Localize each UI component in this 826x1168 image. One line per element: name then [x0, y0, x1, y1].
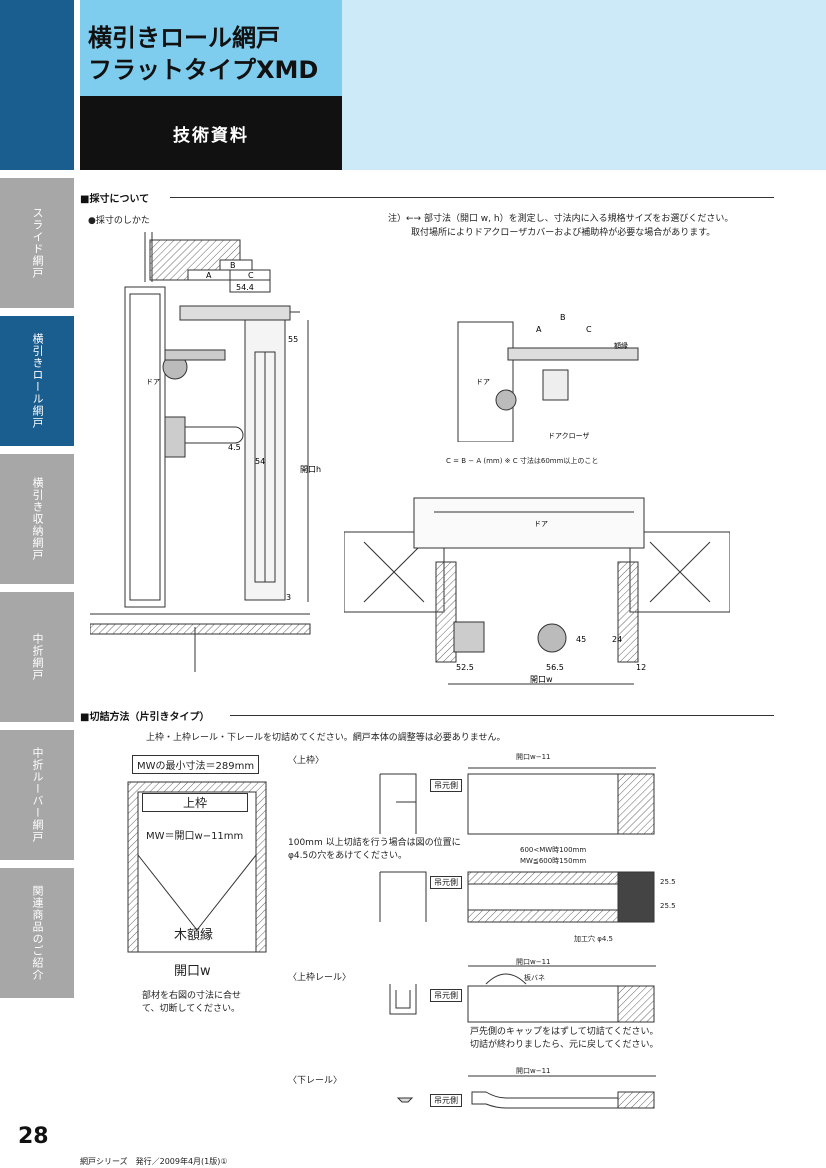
label-c: C [248, 271, 254, 280]
detail-label-a: A [536, 325, 542, 334]
upper-rail-note2: 切詰が終わりましたら、元に戻してください。 [470, 1040, 659, 1050]
plan-label-opening-w: 開口w [530, 675, 553, 684]
lower-rail-title: 〈下レール〉 [288, 1076, 343, 1086]
side-nav-item-storage[interactable]: 横引き収納網戸 [0, 454, 74, 586]
vertical-section-drawing: B A C 54.4 55 4.5 54 3 開口h ドア [90, 232, 321, 672]
detail-label-c: C [586, 325, 592, 334]
opening-w-label: 開口w [174, 964, 211, 979]
label-door: ドア [146, 378, 160, 386]
plan-label-56-5: 56.5 [546, 663, 564, 672]
upper-dim-b: MW≦600時150mm [520, 857, 587, 865]
side-nav-item-louver[interactable]: 中折ルーバー網戸 [0, 730, 74, 862]
plan-label-52-5: 52.5 [456, 663, 474, 672]
section1-note-line1: 注）←→ 部寸法（開口 w, h）を測定し、寸法内に入る規格サイズをお選びくださ… [388, 214, 734, 224]
upper-hole-note: 100mm 以上切詰を行う場合は図の位置にφ4.5の穴をあけてください。 [288, 838, 461, 861]
upper-rail-note1: 戸先側のキャップをはずして切詰てください。 [470, 1027, 659, 1037]
plan-label-45: 45 [576, 635, 586, 644]
side-nav-item-slide[interactable]: スライド網戸 [0, 178, 74, 310]
header-right-panel [342, 0, 826, 170]
plan-label-24: 24 [612, 635, 622, 644]
upper-dim-25-5-b: 25.5 [660, 902, 676, 910]
page-number: 28 [18, 1124, 49, 1149]
detail-label-door: ドア [476, 378, 490, 386]
detail-label-gakubuchi: 額縁 [614, 341, 628, 350]
page-title-line1: 横引きロール網戸 [88, 24, 280, 52]
upper-title: 〈上枠〉 [288, 756, 325, 766]
side-nav-label: 中折網戸 [31, 633, 44, 681]
lower-rail-dim: 開口w−11 [516, 1067, 551, 1075]
side-nav-label: スライド網戸 [31, 207, 44, 279]
lower-rail-drawing [396, 1075, 656, 1109]
plan-label-door: ドア [534, 520, 548, 528]
wood-frame-label: 木額縁 [174, 928, 214, 943]
min-size-box: MWの最小寸法＝289mm [132, 755, 260, 774]
upper-rail-spring: 板バネ [524, 974, 545, 982]
side-nav-top [0, 0, 74, 170]
section2-rule [230, 715, 774, 716]
label-55: 55 [288, 335, 298, 344]
side-nav-label: 中折ルーバー網戸 [31, 747, 44, 843]
section1-bullet: ●採寸のしかた [88, 216, 150, 226]
upper-dim: 開口w−11 [516, 753, 551, 761]
upper-frame-drawings [379, 767, 656, 923]
upper-rail-side-label: 吊元側 [430, 989, 462, 1002]
section1-note-line2: 取付場所によりドアクローザカバーおよび補助枠が必要な場合があります。 [411, 228, 716, 238]
section2-intro: 上枠・上枠レール・下レールを切詰めてください。網戸本体の調整等は必要ありません。 [146, 733, 506, 743]
upper-rail-title: 〈上枠レール〉 [288, 973, 352, 983]
side-nav-label: 横引き収納網戸 [31, 477, 44, 561]
side-nav-item-fold[interactable]: 中折網戸 [0, 592, 74, 724]
footer-imprint: 網戸シリーズ 発行／2009年4月(1版)① [80, 1157, 228, 1166]
page-title-line2: フラットタイプXMD [88, 56, 319, 84]
upper-frame-box: 上枠 [142, 793, 248, 812]
header-title-panel [80, 0, 342, 96]
side-nav-item-roll[interactable]: 横引きロール網戸 [0, 316, 74, 448]
label-opening-h: 開口h [300, 465, 321, 474]
plan-label-12: 12 [636, 663, 646, 672]
upper-side-label-2: 吊元側 [430, 876, 462, 889]
upper-dim-25-5-a: 25.5 [660, 878, 676, 886]
label-a: A [206, 271, 212, 280]
upper-rail-drawing [389, 965, 656, 1023]
label-54-4: 54.4 [236, 283, 254, 292]
side-nav-item-related[interactable]: 関連商品のご紹介 [0, 868, 74, 1000]
section2-heading: ■切詰方法（片引きタイプ） [80, 712, 210, 723]
section1-heading: ■採寸について [80, 194, 150, 205]
side-nav-label: 関連商品のご紹介 [31, 885, 44, 981]
closer-detail-drawing: B A C 額縁 ドアクローザ ドア [457, 313, 639, 442]
formula: C = B − A (mm) ※ C 寸法は60mm以上のこと [446, 457, 599, 465]
upper-rail-dim: 開口w−11 [516, 958, 551, 966]
plan-section-drawing: ドア 52.5 56.5 12 24 45 開口w [344, 497, 730, 685]
detail-label-closer: ドアクローザ [548, 432, 590, 440]
lower-rail-side-label: 吊元側 [430, 1094, 462, 1107]
label-3: 3 [286, 593, 291, 602]
page-subtitle: 技術資料 [80, 96, 342, 170]
mw-formula: MW＝開口w−11mm [146, 827, 244, 842]
label-4-5: 4.5 [228, 443, 241, 452]
upper-side-label: 吊元側 [430, 779, 462, 792]
detail-label-b: B [560, 313, 566, 322]
side-nav-label: 横引きロール網戸 [31, 333, 44, 429]
upper-hole-label: 加工穴 φ4.5 [574, 935, 613, 943]
label-b: B [230, 261, 236, 270]
section1-rule [170, 197, 774, 198]
cut-note: 部材を右図の寸法に合せて、切断してください。 [142, 991, 242, 1014]
upper-dim-a: 600<MW時100mm [520, 846, 587, 854]
label-54: 54 [255, 457, 265, 466]
